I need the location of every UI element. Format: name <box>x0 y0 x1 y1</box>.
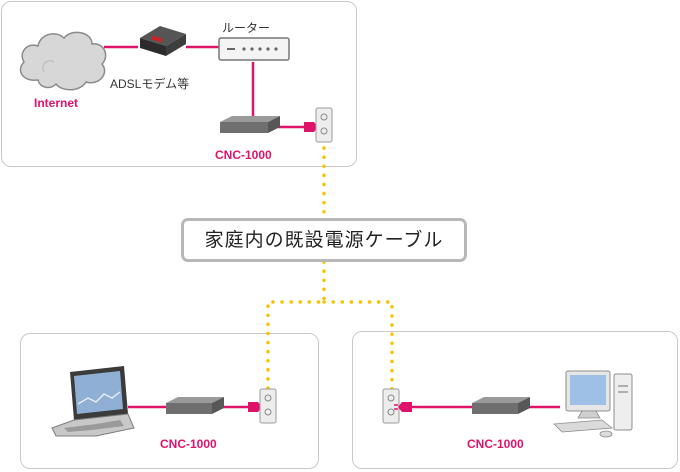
wall-outlet-icon <box>315 107 333 143</box>
device-label-right: CNC-1000 <box>467 437 524 451</box>
desktop-pc-icon <box>553 370 633 438</box>
cloud-icon <box>19 31 107 91</box>
router-icon <box>218 37 290 61</box>
modem-icon <box>140 26 186 56</box>
wall-outlet-icon <box>382 388 400 424</box>
router-label: ルーター <box>222 21 271 35</box>
power-cable-label-box: 家庭内の既設電源ケーブル <box>181 218 467 262</box>
wall-outlet-icon <box>259 388 277 424</box>
modem-label: ADSLモデム等 <box>110 77 190 91</box>
plc-adapter-icon <box>472 397 530 414</box>
internet-label: Internet <box>34 96 79 110</box>
power-line-cable <box>266 146 394 394</box>
device-label-left: CNC-1000 <box>160 437 217 451</box>
plc-adapter-icon <box>166 397 224 414</box>
device-label-top: CNC-1000 <box>215 148 272 162</box>
plug-icon <box>394 402 412 412</box>
power-cable-label: 家庭内の既設電源ケーブル <box>204 229 444 251</box>
plc-adapter-icon <box>220 116 280 133</box>
laptop-icon <box>51 366 135 437</box>
